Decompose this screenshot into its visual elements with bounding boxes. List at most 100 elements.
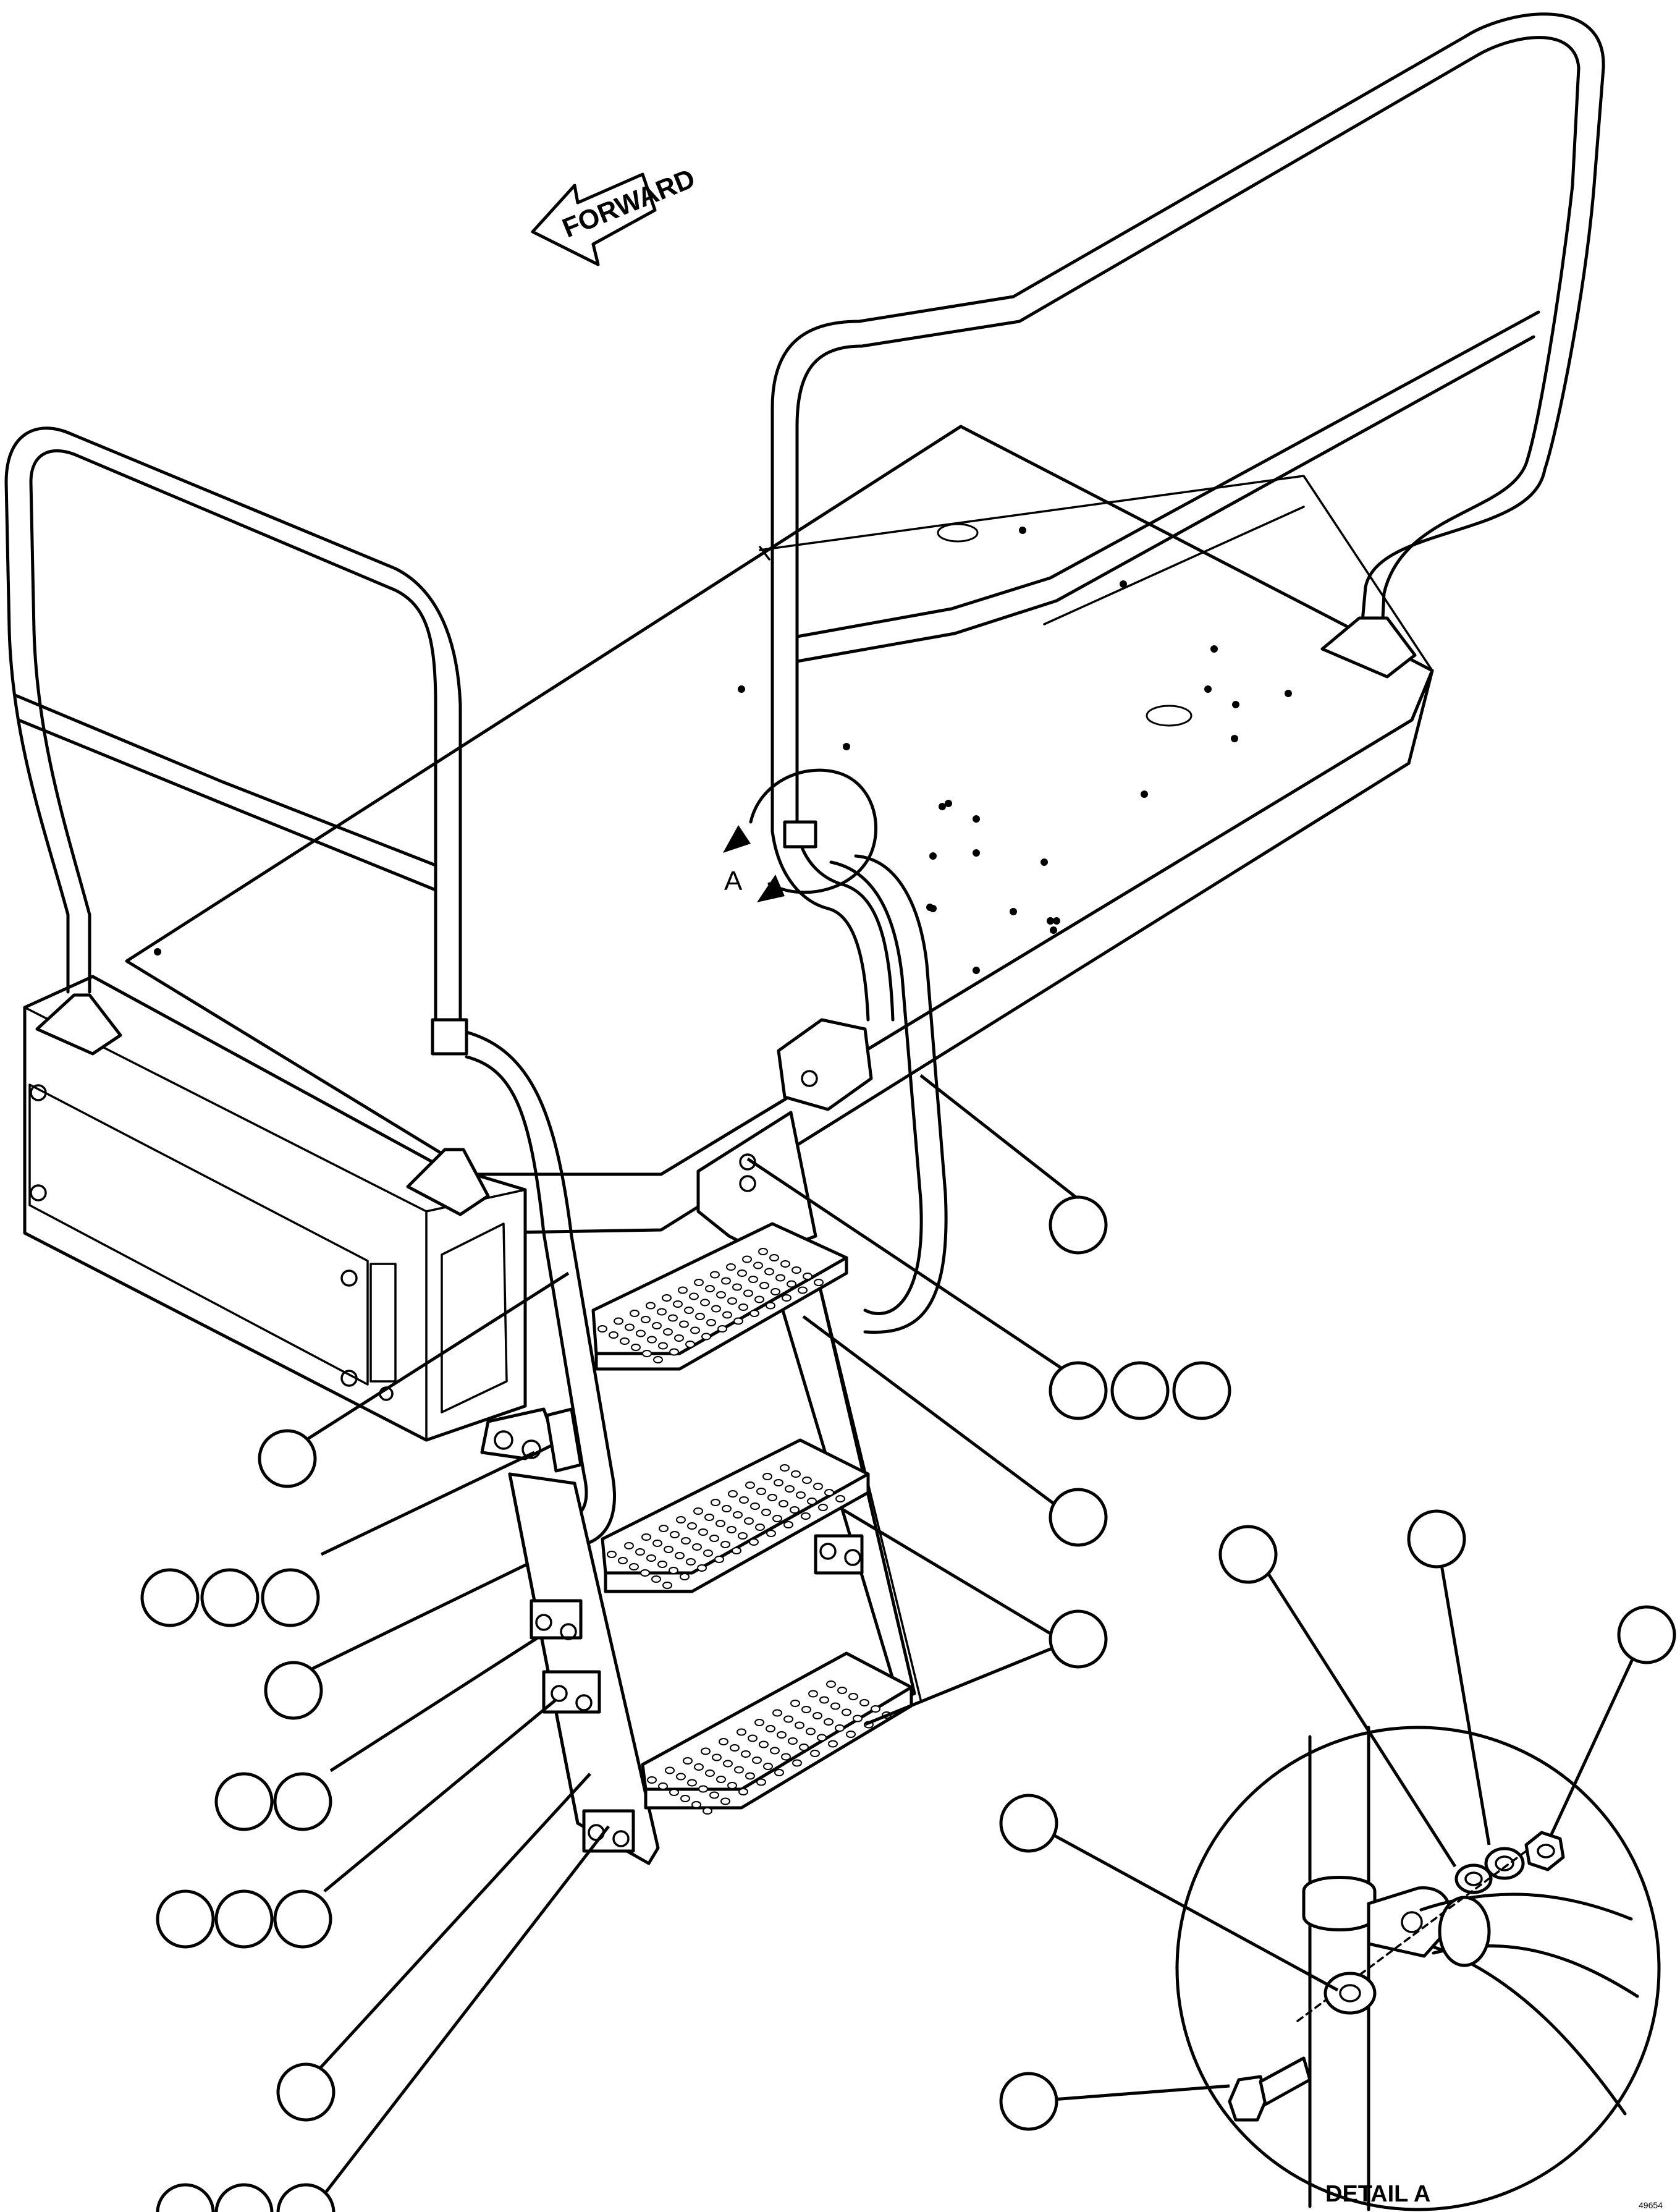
perforation-hole <box>781 1753 791 1761</box>
perforation-hole <box>819 1696 829 1704</box>
callout-bubble <box>273 1889 332 1949</box>
perforation-hole <box>788 1737 798 1745</box>
perforation-hole <box>669 1348 679 1356</box>
perforation-hole <box>738 1303 748 1311</box>
perforation-hole <box>714 1556 724 1563</box>
ladder-bolts <box>480 1070 864 1853</box>
perforation-hole <box>758 1248 768 1255</box>
perforation-hole <box>664 1546 673 1553</box>
perforation-hole <box>801 1512 811 1520</box>
perforation-hole <box>759 1282 769 1289</box>
ladder-stringers <box>508 1111 922 1865</box>
perforation-hole <box>808 1690 818 1698</box>
view-a-marker: A <box>723 768 877 902</box>
perforation-hole <box>685 1341 695 1348</box>
perforation-hole <box>614 1317 623 1325</box>
callout-bubble <box>214 1772 274 1831</box>
perforation-hole <box>704 1514 714 1521</box>
perforation-hole <box>689 1292 699 1300</box>
perforation-hole <box>756 1778 766 1786</box>
perforation-hole <box>620 1337 630 1345</box>
perforation-hole <box>749 1538 759 1546</box>
perforation-hole <box>705 1769 715 1777</box>
perforation-hole <box>745 1772 755 1780</box>
perforation-hole <box>775 1274 785 1282</box>
perforation-hole <box>774 1479 783 1486</box>
perforation-hole <box>807 1498 817 1505</box>
handrail-left <box>4 426 616 1548</box>
perforation-hole <box>669 1789 679 1796</box>
perforation-hole <box>706 1319 716 1326</box>
perforation-hole <box>657 1308 667 1316</box>
perforation-hole <box>818 1504 828 1511</box>
view-a-label: A <box>724 866 743 896</box>
perforation-hole <box>646 1302 656 1310</box>
perforation-hole <box>766 1530 776 1537</box>
perforation-hole <box>790 1700 800 1707</box>
perforation-hole <box>597 1325 607 1333</box>
perforation-hole <box>846 1731 856 1738</box>
callout-bubble <box>273 1772 332 1831</box>
perforation-hole <box>705 1285 715 1292</box>
perforation-hole <box>733 1317 743 1325</box>
perforation-hole <box>791 1470 801 1478</box>
callout-bubble <box>999 2072 1058 2131</box>
perforation-hole <box>791 1266 801 1274</box>
perforation-hole <box>630 1310 639 1317</box>
perforation-hole <box>719 1738 728 1745</box>
perforation-hole <box>826 1680 836 1688</box>
perforation-hole <box>703 1549 713 1557</box>
figure-number: 49654 <box>1639 2200 1663 2210</box>
perforation-hole <box>756 1488 766 1495</box>
perforation-hole <box>618 1557 628 1564</box>
handrail-right <box>770 12 1605 1334</box>
perforation-hole <box>783 1521 793 1528</box>
perforation-hole <box>629 1563 639 1570</box>
perforation-hole <box>641 1533 651 1541</box>
callout-bubble <box>1172 1361 1231 1420</box>
perforation-hole <box>641 1316 651 1323</box>
perforation-hole <box>754 1295 764 1303</box>
perforation-hole <box>722 1505 732 1512</box>
perforation-hole <box>701 1333 711 1341</box>
perforation-hole <box>662 1582 672 1589</box>
callout-bubble <box>1617 1605 1676 1664</box>
perforation-hole <box>726 1263 736 1271</box>
perforation-hole <box>715 1520 725 1527</box>
perforation-hole <box>693 1507 703 1515</box>
perforation-hole <box>694 1279 704 1286</box>
perforation-hole <box>738 1788 748 1795</box>
perforation-hole <box>767 1494 777 1501</box>
perforation-hole <box>743 1289 753 1297</box>
perforation-hole <box>828 1740 838 1748</box>
perforation-hole <box>716 1291 726 1299</box>
perforation-hole <box>680 1573 690 1580</box>
perforation-hole <box>782 1294 791 1302</box>
perforation-hole <box>732 1547 741 1554</box>
perforation-hole <box>647 1776 657 1784</box>
perforation-hole <box>748 1276 758 1283</box>
perforation-hole <box>734 1766 744 1774</box>
perforation-hole <box>835 1495 845 1502</box>
perforation-hole <box>837 1687 847 1694</box>
perforation-hole <box>658 1342 668 1350</box>
perforation-hole <box>733 1511 743 1519</box>
perforation-hole <box>665 1766 675 1774</box>
callout-bubble <box>1049 1609 1108 1669</box>
perforation-hole <box>658 1782 668 1790</box>
perforation-hole <box>732 1283 742 1291</box>
perforation-hole <box>761 1509 771 1516</box>
perforation-hole <box>799 1744 809 1751</box>
perforation-hole <box>744 1517 754 1525</box>
perforation-hole <box>772 1515 782 1522</box>
callout-bubble <box>264 1661 323 1720</box>
perforation-hole <box>657 1561 667 1568</box>
perforation-hole <box>779 1500 788 1507</box>
perforation-hole <box>720 1541 730 1548</box>
perforation-hole <box>741 1750 751 1758</box>
perforation-hole <box>701 1747 711 1755</box>
perforation-hole <box>824 1489 834 1496</box>
perforation-hole <box>853 1714 863 1723</box>
perforation-hole <box>737 1728 746 1736</box>
perforation-hole <box>712 1753 722 1761</box>
